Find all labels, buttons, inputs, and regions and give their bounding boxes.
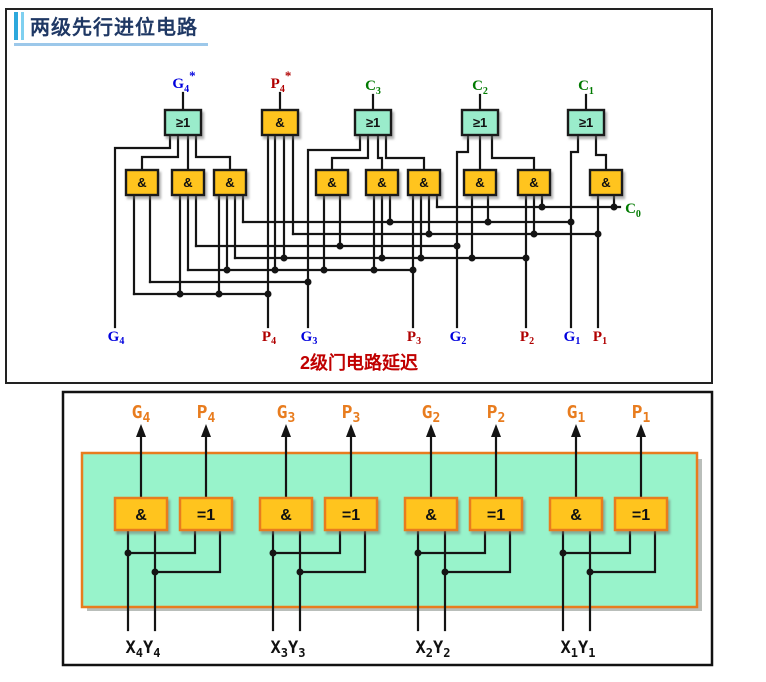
svg-text:=1: =1 bbox=[487, 507, 505, 524]
label-P4-star: P4* bbox=[271, 68, 292, 95]
diagram1-bottom-labels: G4 P4 G3 P3 G2 P2 G1 P1 bbox=[108, 329, 607, 347]
out-label-P1: P1 bbox=[632, 402, 651, 426]
in-label-X4Y4: X4Y4 bbox=[126, 638, 161, 660]
and-gate-5: & bbox=[364, 168, 400, 197]
label-C0: C0 bbox=[625, 201, 641, 220]
out-label-G3: G3 bbox=[277, 402, 296, 426]
svg-text:=1: =1 bbox=[197, 507, 215, 524]
in-label-X1Y1: X1Y1 bbox=[561, 638, 596, 660]
out-label-G2: G2 bbox=[422, 402, 441, 426]
svg-text:≥1: ≥1 bbox=[366, 115, 380, 130]
label-P2: P2 bbox=[520, 329, 534, 347]
diagram2-output-arrows bbox=[136, 424, 646, 500]
diagram1-top-labels: G4* P4* C3 C2 C1 bbox=[172, 68, 594, 97]
svg-text:&: & bbox=[570, 507, 582, 524]
svg-text:&: & bbox=[183, 175, 192, 190]
svg-text:&: & bbox=[275, 115, 284, 130]
in-label-X3Y3: X3Y3 bbox=[271, 638, 306, 660]
in-label-X2Y2: X2Y2 bbox=[416, 638, 451, 660]
label-G1: G1 bbox=[564, 329, 581, 347]
out-label-P2: P2 bbox=[487, 402, 506, 426]
diagram2-input-wires bbox=[124, 528, 657, 632]
and-gate-g4: & bbox=[113, 496, 169, 532]
out-label-G4: G4 bbox=[132, 402, 151, 426]
diagram2-input-labels: X4Y4 X3Y3 X2Y2 X1Y1 bbox=[126, 638, 596, 660]
svg-text:&: & bbox=[135, 507, 147, 524]
svg-text:≥1: ≥1 bbox=[176, 115, 190, 130]
and-gate-g2: & bbox=[403, 496, 459, 532]
title-bars-icon bbox=[14, 12, 24, 40]
or-gate-G4star: ≥1 bbox=[163, 108, 203, 137]
and-gate-3: & bbox=[212, 168, 248, 197]
xor-gate-p3: =1 bbox=[323, 496, 379, 532]
svg-text:&: & bbox=[377, 175, 386, 190]
svg-text:&: & bbox=[137, 175, 146, 190]
label-C2: C2 bbox=[472, 78, 488, 97]
and-gate-g3: & bbox=[258, 496, 314, 532]
and-gate-8: & bbox=[516, 168, 552, 197]
or-gate-C3: ≥1 bbox=[353, 108, 393, 137]
and-gate-1: & bbox=[124, 168, 160, 197]
svg-text:≥1: ≥1 bbox=[579, 115, 593, 130]
out-label-P3: P3 bbox=[342, 402, 361, 426]
section-title: 两级先行进位电路 bbox=[14, 12, 208, 46]
diagram1-row2-gates: & & & & & & & & & bbox=[124, 168, 624, 197]
label-C3: C3 bbox=[365, 78, 381, 97]
and-gate-2: & bbox=[170, 168, 206, 197]
gp-panel bbox=[80, 451, 699, 609]
svg-text:&: & bbox=[601, 175, 610, 190]
and-gate-6: & bbox=[406, 168, 442, 197]
label-P3: P3 bbox=[407, 329, 421, 347]
label-C1: C1 bbox=[578, 78, 594, 97]
and-gate-P4star: & bbox=[260, 108, 300, 137]
xor-gate-p2: =1 bbox=[468, 496, 524, 532]
svg-text:&: & bbox=[280, 507, 292, 524]
page-title: 两级先行进位电路 bbox=[30, 17, 198, 39]
diagram1-wires bbox=[113, 91, 622, 329]
svg-text:=1: =1 bbox=[632, 507, 650, 524]
svg-text:&: & bbox=[327, 175, 336, 190]
xor-gate-p4: =1 bbox=[178, 496, 234, 532]
label-P4: P4 bbox=[262, 329, 276, 347]
svg-text:&: & bbox=[475, 175, 484, 190]
and-gate-g1: & bbox=[548, 496, 604, 532]
and-gate-4: & bbox=[314, 168, 350, 197]
diagram2-gates: & =1 & =1 & =1 & =1 bbox=[113, 496, 669, 532]
svg-text:&: & bbox=[225, 175, 234, 190]
label-G4-star: G4* bbox=[172, 68, 195, 95]
svg-text:=1: =1 bbox=[342, 507, 360, 524]
svg-text:&: & bbox=[419, 175, 428, 190]
out-label-G1: G1 bbox=[567, 402, 586, 426]
and-gate-7: & bbox=[462, 168, 498, 197]
diagram2-output-labels: G4 P4 G3 P3 G2 P2 G1 P1 bbox=[132, 402, 651, 426]
diagram1-row1-gates: ≥1 & ≥1 ≥1 ≥1 bbox=[163, 108, 606, 137]
and-gate-9: & bbox=[588, 168, 624, 197]
xor-gate-p1: =1 bbox=[613, 496, 669, 532]
diagram1-junction-dots bbox=[176, 203, 618, 298]
svg-text:≥1: ≥1 bbox=[473, 115, 487, 130]
label-G2: G2 bbox=[450, 329, 467, 347]
label-G4: G4 bbox=[108, 329, 125, 347]
out-label-P4: P4 bbox=[197, 402, 216, 426]
svg-text:&: & bbox=[425, 507, 437, 524]
or-gate-C1: ≥1 bbox=[566, 108, 606, 137]
delay-caption: 2级门电路延迟 bbox=[299, 353, 418, 373]
label-P1: P1 bbox=[593, 329, 607, 347]
svg-text:&: & bbox=[529, 175, 538, 190]
or-gate-C2: ≥1 bbox=[460, 108, 500, 137]
label-G3: G3 bbox=[301, 329, 318, 347]
